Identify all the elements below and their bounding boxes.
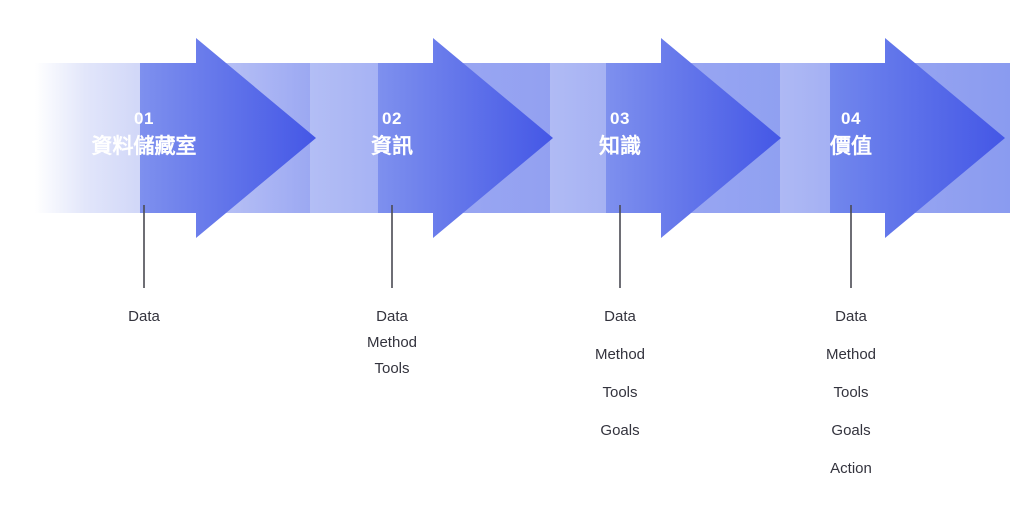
- detail-item: Action: [830, 460, 872, 477]
- detail-item: Goals: [831, 422, 871, 439]
- detail-item: Data: [835, 308, 867, 325]
- arrow-head-4: [830, 38, 1005, 238]
- detail-item: Tools: [602, 384, 638, 401]
- detail-column-3: Data Method Tools Goals: [520, 308, 720, 440]
- detail-item: Tools: [833, 384, 869, 401]
- detail-column-4: Data Method Tools Goals Action: [751, 308, 951, 478]
- arrow-head-1: [140, 38, 316, 238]
- detail-column-2: Data Method Tools: [292, 308, 492, 378]
- detail-item: Tools: [374, 360, 410, 377]
- detail-item: Method: [825, 346, 877, 363]
- detail-item: Data: [604, 308, 636, 325]
- detail-item: Data: [376, 308, 408, 325]
- detail-item: Method: [594, 346, 646, 363]
- detail-item: Method: [366, 334, 418, 351]
- detail-item: Goals: [600, 422, 640, 439]
- arrow-head-3: [606, 38, 781, 238]
- detail-column-1: Data: [44, 308, 244, 326]
- detail-item: Data: [128, 308, 160, 325]
- arrow-head-2: [378, 38, 553, 238]
